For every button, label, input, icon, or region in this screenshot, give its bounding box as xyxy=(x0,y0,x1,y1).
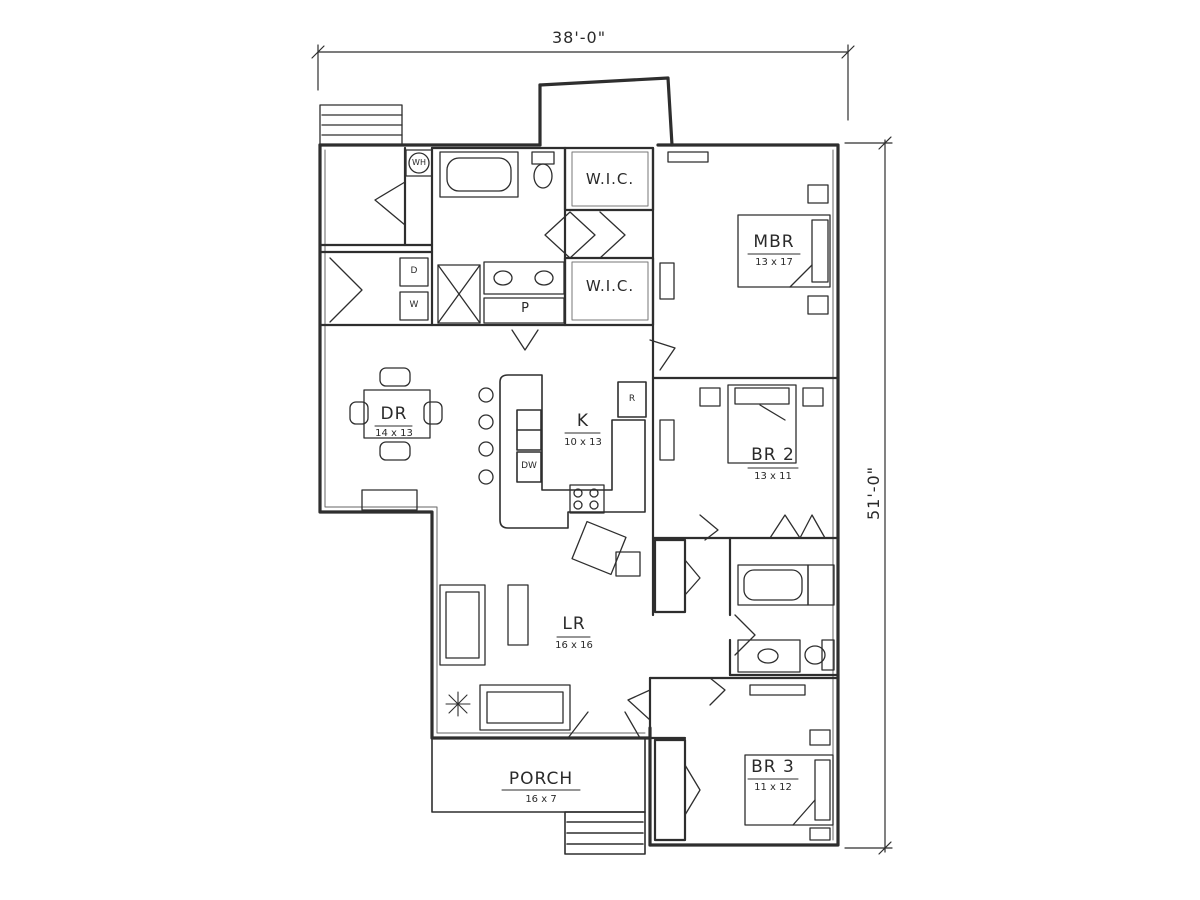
dining-table xyxy=(349,367,443,511)
room-label-br3: BR 3 xyxy=(751,757,795,777)
br2-bed xyxy=(659,384,824,464)
refrigerator xyxy=(617,381,647,418)
dimension-line-width xyxy=(311,44,855,121)
dimension-line-depth xyxy=(844,136,893,855)
toilet-hall xyxy=(804,639,835,671)
range xyxy=(569,484,605,514)
fixture-label-dishwasher: DW xyxy=(521,461,537,471)
toilet-master xyxy=(531,151,555,189)
room-label-k: K xyxy=(576,411,590,431)
hall-bath xyxy=(728,536,840,677)
fixture-label-dryer: D xyxy=(410,266,418,276)
room-label-br2: BR 2 xyxy=(751,445,795,465)
hall-closets xyxy=(653,538,701,842)
bar-stools xyxy=(478,387,494,485)
laundry-room xyxy=(318,250,567,327)
shower-master xyxy=(437,264,481,324)
room-label-porch: PORCH xyxy=(508,769,574,789)
room-label-wic-upper: W.I.C. xyxy=(585,170,635,188)
room-label-wic-lower: W.I.C. xyxy=(585,277,635,295)
snowflake-icon xyxy=(445,691,471,717)
porch xyxy=(431,737,646,855)
overall-width-label: 38'-0" xyxy=(548,30,611,46)
br2-walls xyxy=(651,376,840,617)
room-label-dr: DR xyxy=(380,404,408,424)
water-heater xyxy=(405,149,433,177)
sink-hall xyxy=(737,639,801,673)
bathtub-hall xyxy=(737,564,835,606)
room-size-br3: 11 x 12 xyxy=(754,782,792,793)
fixture-label-washer: W xyxy=(409,300,419,310)
vanity-master xyxy=(483,261,565,295)
fixture-label-refrigerator: R xyxy=(628,394,636,404)
overall-depth-label: 51'-0" xyxy=(864,461,883,525)
fixture-label-pantry: P xyxy=(521,301,529,316)
fixture-label-water-heater: WH xyxy=(412,158,426,167)
room-size-dr: 14 x 13 xyxy=(375,428,413,439)
walk-in-closets xyxy=(563,146,655,380)
kitchen-counter xyxy=(499,374,646,529)
rear-stairs xyxy=(319,104,403,146)
room-size-lr: 16 x 16 xyxy=(555,640,593,651)
room-label-mbr: MBR xyxy=(753,232,795,252)
room-size-br2: 13 x 11 xyxy=(754,471,792,482)
br3-bed xyxy=(744,684,834,841)
br3-walls xyxy=(648,676,840,740)
room-size-k: 10 x 13 xyxy=(564,437,602,448)
room-label-lr: LR xyxy=(562,614,586,634)
room-size-porch: 16 x 7 xyxy=(525,794,557,805)
mbr-bed xyxy=(659,151,831,315)
living-furniture xyxy=(439,520,641,731)
bathtub-master xyxy=(439,151,519,198)
room-size-mbr: 13 x 17 xyxy=(755,257,793,268)
